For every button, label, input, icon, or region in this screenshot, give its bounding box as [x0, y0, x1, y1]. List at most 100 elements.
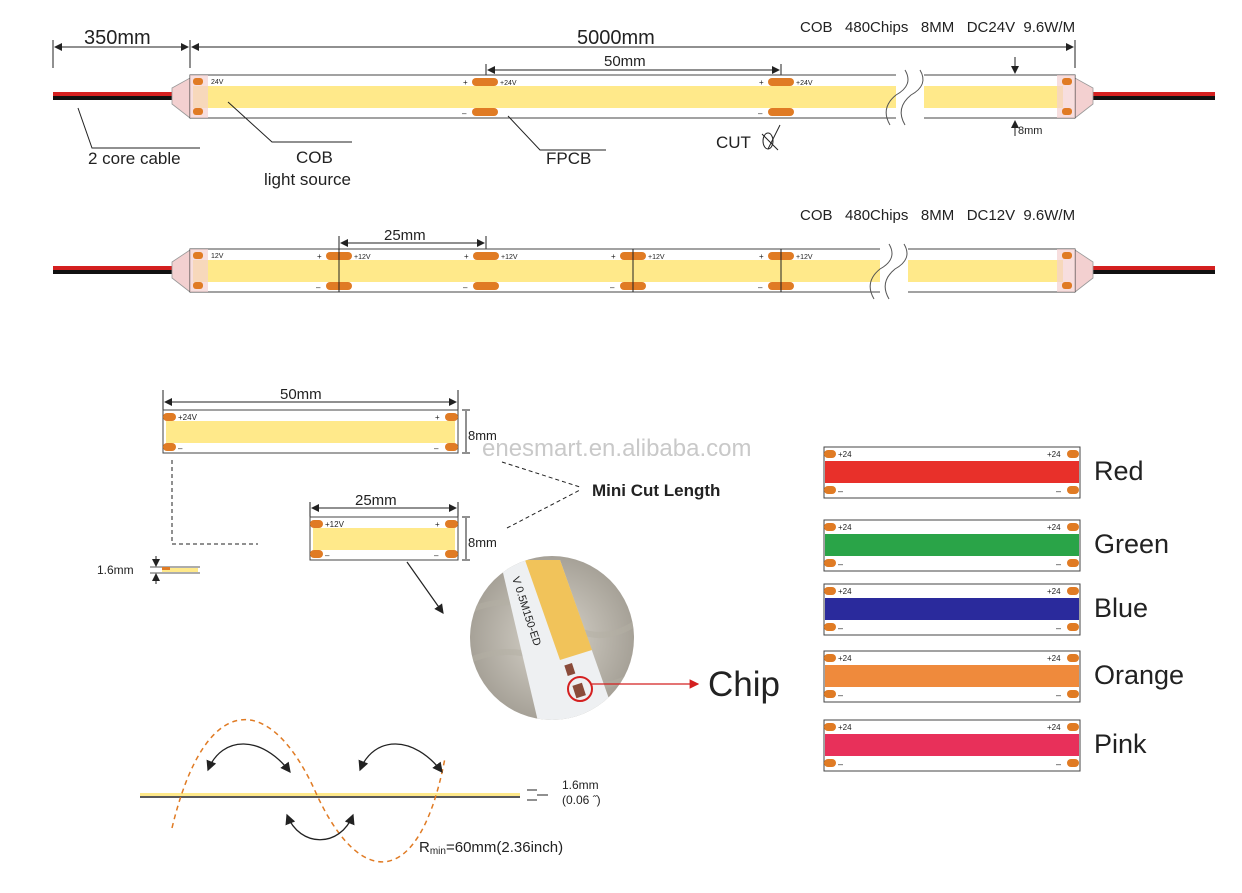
color-band-blue	[825, 598, 1079, 620]
svg-text:–: –	[1056, 690, 1061, 700]
color-pad-label: +24	[838, 450, 852, 459]
color-band-pink	[825, 734, 1079, 756]
mini-len-50: 50mm	[280, 386, 322, 403]
color-pad-label: +24	[838, 654, 852, 663]
color-pad-label: +24	[1047, 587, 1061, 596]
svg-text:–: –	[1056, 623, 1061, 633]
mini-width-12v: 8mm	[468, 535, 497, 550]
end-voltage-12v: 12V	[211, 253, 224, 260]
color-name-green: Green	[1094, 529, 1169, 559]
mini-len-25: 25mm	[355, 492, 397, 509]
mini-thickness: 1.6mm	[97, 563, 134, 577]
cable-length-label: 350mm	[84, 27, 151, 49]
label-cut: CUT	[716, 133, 751, 152]
label-fpcb: FPCB	[546, 149, 591, 168]
svg-text:+12V: +12V	[796, 254, 813, 261]
color-name-red: Red	[1094, 456, 1144, 486]
chip-label: Chip	[708, 665, 780, 704]
label-cob: COB	[296, 148, 333, 167]
bend-radius-label: Rmin=60mm(2.36inch)	[419, 839, 563, 857]
svg-text:–: –	[1056, 559, 1061, 569]
svg-text:–: –	[1056, 486, 1061, 496]
svg-text:–: –	[178, 444, 183, 453]
scissors-icon	[761, 124, 781, 151]
svg-text:–: –	[434, 444, 439, 453]
svg-text:+: +	[611, 252, 616, 261]
svg-text:+12V: +12V	[325, 520, 345, 529]
color-name-blue: Blue	[1094, 593, 1148, 623]
svg-text:+12V: +12V	[648, 254, 665, 261]
color-pad-label: +24	[838, 723, 852, 732]
spec-12v: COB 480Chips 8MM DC12V 9.6W/M	[800, 207, 1075, 224]
svg-text:+24V: +24V	[796, 80, 813, 87]
svg-text:+24V: +24V	[178, 413, 198, 422]
end-voltage-24v: 24V	[211, 79, 224, 86]
watermark-text: enesmart.en.alibaba.com	[482, 435, 751, 462]
mini-cut-section: 50mm +24V + – – 8mm 25mm +12V + – – 8mm	[97, 386, 720, 614]
color-strip-orange: +24 +24 – – Orange	[823, 650, 1184, 703]
cut-point-1: + +24V –	[462, 78, 517, 118]
svg-text:–: –	[838, 623, 843, 633]
color-pad-label: +24	[838, 523, 852, 532]
svg-text:+: +	[464, 252, 469, 261]
svg-text:–: –	[838, 759, 843, 769]
svg-text:–: –	[838, 690, 843, 700]
color-strip-blue: +24 +24 – – Blue	[823, 583, 1148, 636]
color-pad-label: +24	[838, 587, 852, 596]
spec-24v: COB 480Chips 8MM DC24V 9.6W/M	[800, 19, 1075, 36]
mini-cut-title: Mini Cut Length	[592, 481, 720, 500]
color-pad-label: +24	[1047, 654, 1061, 663]
cut-point-2: + +24V –	[758, 78, 813, 118]
label-2-core-cable: 2 core cable	[88, 149, 181, 168]
strip-width-24v: 8mm	[1018, 125, 1042, 137]
bend-diagram: 1.6mm (0.06 ˝) Rmin=60mm(2.36inch)	[140, 719, 601, 863]
strip-24v: COB 480Chips 8MM DC24V 9.6W/M 350mm 5000…	[52, 19, 1215, 189]
svg-text:–: –	[316, 283, 321, 292]
svg-text:–: –	[758, 283, 763, 292]
svg-text:+12V: +12V	[501, 254, 518, 261]
color-options: +24+24––Red+24+24––Green+24+24––Blue+24+…	[823, 446, 1184, 772]
svg-text:+: +	[317, 252, 322, 261]
color-band-green	[825, 534, 1079, 556]
svg-text:+: +	[463, 78, 468, 87]
segment-length-12v: 25mm	[384, 227, 426, 244]
mini-width-24v: 8mm	[468, 428, 497, 443]
color-pad-label: +24	[1047, 450, 1061, 459]
svg-text:–: –	[838, 559, 843, 569]
bend-thickness: 1.6mm	[562, 778, 599, 792]
svg-text:–: –	[838, 486, 843, 496]
svg-text:+: +	[759, 252, 764, 261]
svg-text:+: +	[759, 78, 764, 87]
color-pad-label: +24	[1047, 523, 1061, 532]
svg-text:+: +	[435, 413, 440, 422]
svg-text:–: –	[758, 109, 763, 118]
strip-length-label: 5000mm	[577, 27, 655, 49]
svg-text:+24V: +24V	[500, 80, 517, 87]
strip-12v: COB 480Chips 8MM DC12V 9.6W/M 25mm 12V +…	[53, 207, 1215, 300]
color-name-orange: Orange	[1094, 660, 1184, 690]
svg-text:–: –	[610, 283, 615, 292]
color-name-pink: Pink	[1094, 729, 1147, 759]
color-band-red	[825, 461, 1079, 483]
svg-text:–: –	[463, 283, 468, 292]
label-light-source: light source	[264, 170, 351, 189]
chip-photo: V 0.5M150-ED Chip	[470, 556, 780, 720]
chip-highlight-circle	[567, 676, 593, 702]
svg-text:–: –	[462, 109, 467, 118]
color-strip-red: +24 +24 – – Red	[823, 446, 1144, 499]
color-pad-label: +24	[1047, 723, 1061, 732]
color-strip-green: +24 +24 – – Green	[823, 519, 1169, 572]
cob-light-band-12v	[193, 260, 1063, 282]
bend-thickness-inch: (0.06 ˝)	[562, 793, 601, 807]
cob-light-band-24v	[193, 86, 1063, 108]
svg-text:–: –	[434, 551, 439, 560]
svg-text:+12V: +12V	[354, 254, 371, 261]
svg-text:+: +	[435, 520, 440, 529]
color-strip-pink: +24 +24 – – Pink	[823, 719, 1147, 772]
color-band-orange	[825, 665, 1079, 687]
svg-text:–: –	[1056, 759, 1061, 769]
svg-text:–: –	[325, 551, 330, 560]
cut-point-12v-2: + +12V –	[463, 252, 518, 292]
segment-length-24v: 50mm	[604, 53, 646, 70]
